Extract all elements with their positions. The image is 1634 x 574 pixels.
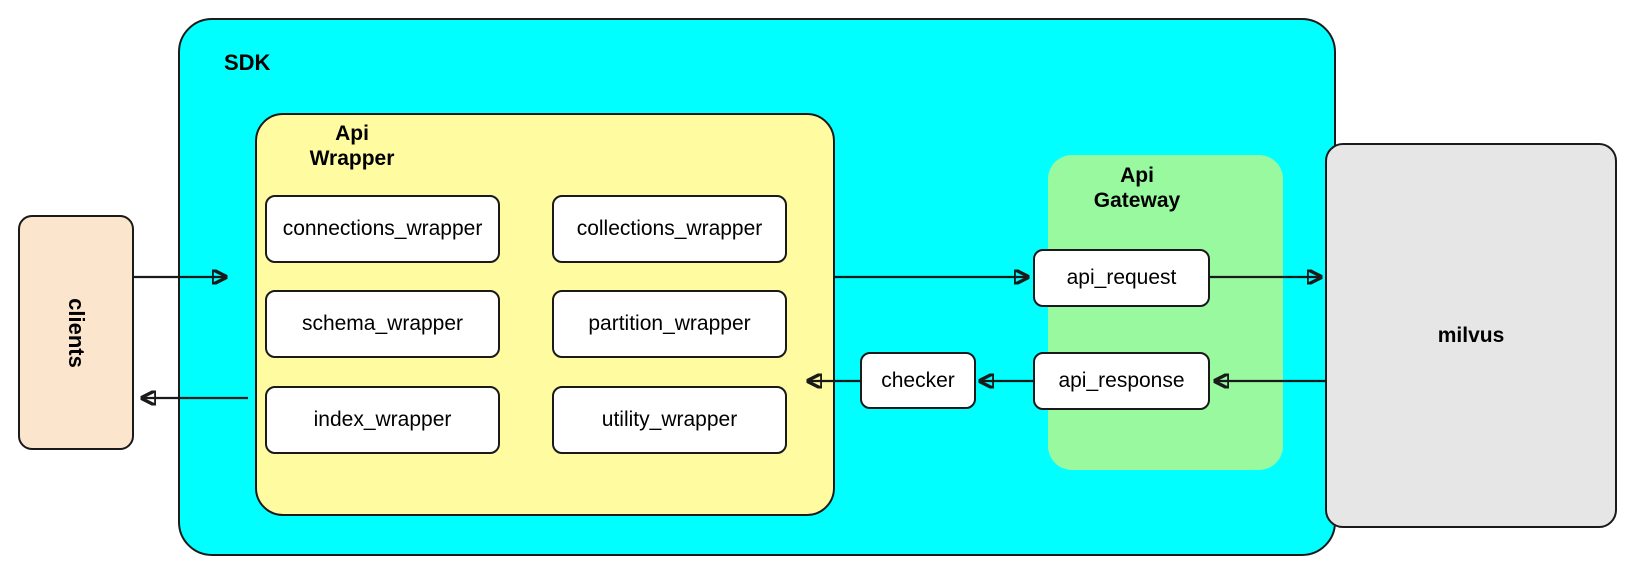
api-gateway-label-line1: Api	[1120, 164, 1154, 187]
wrapper-cell-utility[interactable]: utility_wrapper	[552, 386, 787, 454]
checker-node[interactable]: checker	[860, 352, 976, 409]
api-gateway-label-line2: Gateway	[1093, 189, 1181, 213]
gateway-cell-api-request[interactable]: api_request	[1033, 249, 1210, 307]
wrapper-cell-connections[interactable]: connections_wrapper	[265, 195, 500, 263]
wrapper-cell-index[interactable]: index_wrapper	[265, 386, 500, 454]
gateway-cell-api-response[interactable]: api_response	[1033, 352, 1210, 410]
wrapper-cell-partition[interactable]: partition_wrapper	[552, 290, 787, 358]
api-wrapper-label-line1: Api	[335, 122, 369, 145]
wrapper-cell-collections[interactable]: collections_wrapper	[552, 195, 787, 263]
milvus-node[interactable]: milvus	[1325, 143, 1617, 528]
clients-node[interactable]: clients	[18, 215, 134, 450]
clients-label: clients	[63, 297, 89, 368]
api-gateway-label: Api Gateway	[1062, 163, 1212, 213]
api-wrapper-label: Api Wrapper	[287, 121, 417, 171]
wrapper-cell-schema[interactable]: schema_wrapper	[265, 290, 500, 358]
api-wrapper-label-line2: Wrapper	[309, 147, 395, 171]
sdk-label: SDK	[224, 50, 271, 75]
api-gateway-container[interactable]: Api Gateway	[1048, 155, 1283, 470]
